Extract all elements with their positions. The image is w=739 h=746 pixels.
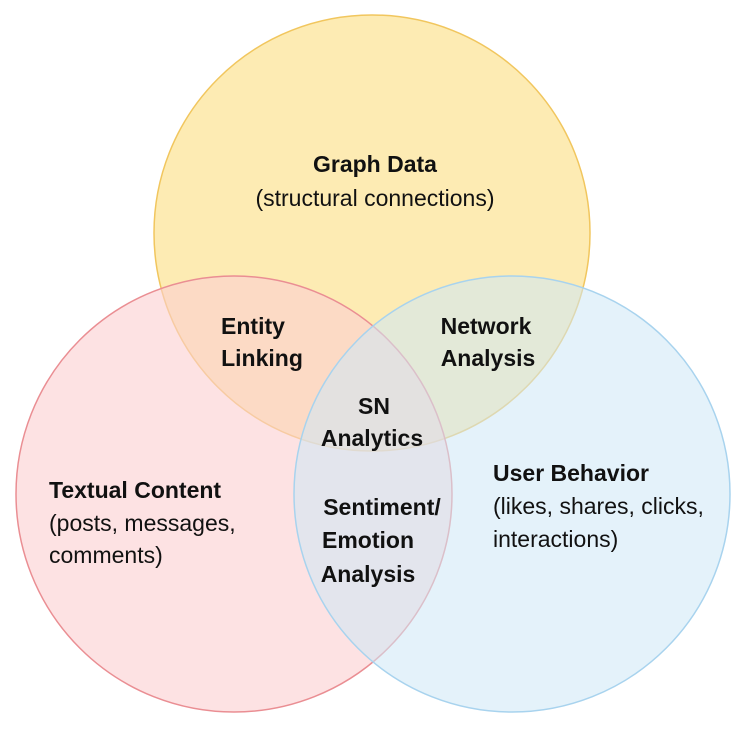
sentiment-label-line3: Analysis xyxy=(321,561,416,587)
entity-linking-label-line1: Entity xyxy=(221,313,285,339)
sentiment-label-line2: Emotion xyxy=(322,527,414,553)
entity-linking-label-line2: Linking xyxy=(221,345,303,371)
sentiment-label-line1: Sentiment/ xyxy=(323,494,441,520)
network-analysis-label-line1: Network xyxy=(441,313,532,339)
user-behavior-title: User Behavior xyxy=(493,460,649,486)
network-analysis-label-line2: Analysis xyxy=(441,345,536,371)
textual-content-subtitle-line1: (posts, messages, xyxy=(49,510,236,536)
textual-content-subtitle-line2: comments) xyxy=(49,542,163,568)
venn-circles xyxy=(15,14,731,713)
user-behavior-subtitle-line2: interactions) xyxy=(493,526,618,552)
sn-analytics-label-line1: SN xyxy=(358,393,390,419)
user-behavior-subtitle-line1: (likes, shares, clicks, xyxy=(493,493,704,519)
sn-analytics-label-line2: Analytics xyxy=(321,425,423,451)
graph-data-subtitle: (structural connections) xyxy=(255,185,494,211)
textual-content-title: Textual Content xyxy=(49,477,221,503)
graph-data-title: Graph Data xyxy=(313,151,437,177)
user-behavior-circle xyxy=(293,275,731,713)
